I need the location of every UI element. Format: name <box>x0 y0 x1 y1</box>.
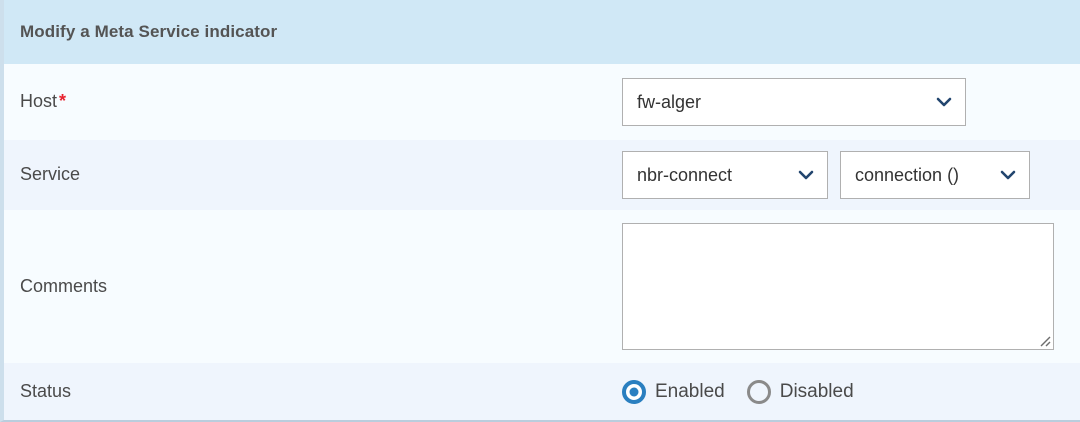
comments-control <box>622 223 1080 350</box>
form-row-host: Host* fw-alger <box>4 64 1080 140</box>
section-header: Modify a Meta Service indicator <box>4 0 1080 64</box>
radio-checked-icon[interactable] <box>622 379 646 404</box>
status-radio-enabled-label: Enabled <box>655 380 725 402</box>
service-control: nbr-connect connection () <box>622 151 1080 199</box>
metric-select-value: connection () <box>855 164 960 185</box>
chevron-down-icon <box>931 89 957 115</box>
page-title: Modify a Meta Service indicator <box>20 22 278 41</box>
radio-unchecked-icon[interactable] <box>746 379 771 404</box>
comments-textarea[interactable] <box>622 223 1054 350</box>
chevron-down-icon <box>995 162 1021 188</box>
status-radio-group: Enabled Disabled <box>622 379 854 404</box>
host-label-text: Host <box>20 91 58 112</box>
service-select[interactable]: nbr-connect <box>622 151 828 199</box>
comments-label: Comments <box>20 275 108 296</box>
host-control: fw-alger <box>622 78 1080 126</box>
status-label: Status <box>20 380 72 401</box>
host-label: Host* <box>20 91 622 113</box>
host-select[interactable]: fw-alger <box>622 78 966 126</box>
status-radio-disabled[interactable]: Disabled <box>746 379 854 404</box>
status-radio-disabled-label: Disabled <box>779 380 854 402</box>
status-radio-enabled[interactable]: Enabled <box>622 379 725 404</box>
resize-grip-icon[interactable] <box>1037 333 1051 347</box>
metric-select[interactable]: connection () <box>840 151 1030 199</box>
host-select-value: fw-alger <box>637 91 702 112</box>
form-row-service: Service nbr-connect connection () <box>4 140 1080 210</box>
status-control: Enabled Disabled <box>622 379 1080 404</box>
form-row-comments: Comments <box>4 210 1080 363</box>
service-select-value: nbr-connect <box>637 164 733 185</box>
chevron-down-icon <box>793 162 819 188</box>
service-label: Service <box>20 164 81 185</box>
required-asterisk-icon: * <box>59 91 67 112</box>
form-row-status: Status Enabled Disabled <box>4 363 1080 420</box>
